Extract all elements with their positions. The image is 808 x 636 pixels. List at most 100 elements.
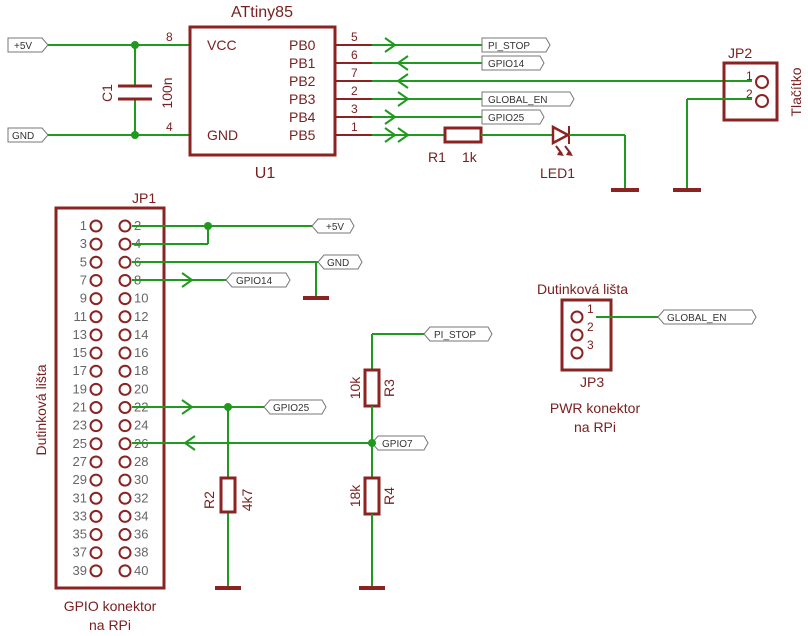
- net-label-gnd-top-text: GND: [12, 131, 34, 142]
- net-label-gpio14: [481, 55, 545, 71]
- jp1-pin-socket: [118, 382, 132, 396]
- jp1-pin-socket: [118, 346, 132, 360]
- c1-value: 100n: [159, 77, 175, 108]
- jp1-pin-number-left: 25: [73, 436, 87, 451]
- u1-right-pins: PB0 5 PB1 6 PB2 7 PB3 2 PB4 3 PB5 1: [289, 30, 358, 143]
- jp1-caption-line2: na RPi: [89, 617, 131, 633]
- jp1-pin-number-left: 7: [80, 272, 87, 287]
- u1-pin-pb2-num: 7: [351, 66, 358, 80]
- connector-jp1: JP1 Dutinková lišta GPIO konektor na RPi…: [33, 190, 166, 633]
- u1-title: ATtiny85: [231, 4, 293, 21]
- jp1-pin-socket: [89, 346, 103, 360]
- jp2-ref: JP2: [728, 45, 752, 61]
- jp1-wires: [132, 222, 372, 590]
- jp1-pin-socket: [118, 310, 132, 324]
- jp1-pin-socket: [118, 437, 132, 451]
- jp3-pin-1: 1: [587, 302, 594, 316]
- jp1-pin-socket: [118, 455, 132, 469]
- r2-value: 4k7: [239, 489, 255, 512]
- jp1-pin-number-left: 11: [74, 309, 88, 324]
- r2-ref: R2: [201, 491, 217, 509]
- jp1-pin-number-left: 35: [73, 527, 87, 542]
- jp1-name: Dutinková lišta: [33, 364, 49, 455]
- u1-net-labels: PI_STOP GPIO14 GLOBAL_EN GPIO25: [481, 37, 575, 125]
- jp1-pin-number-left: 23: [73, 418, 87, 433]
- jp3-pin-2: 2: [587, 320, 594, 334]
- u1-pin-pb3-num: 2: [351, 84, 358, 98]
- jp1-pin-number-right: 36: [134, 527, 148, 542]
- jp1-body: [54, 206, 166, 590]
- capacitor-c1: C1 100n: [99, 77, 175, 108]
- u1-pin-vcc-name: VCC: [207, 37, 237, 53]
- jp3-pin-3: 3: [587, 338, 594, 352]
- net-label-jp1-5v: [311, 218, 355, 234]
- connector-jp3: Dutinková lišta JP3 1 2 3 GLOBAL_EN PWR …: [537, 281, 757, 435]
- resistor-r1: R1 1k: [428, 126, 553, 165]
- led1-ref: LED1: [540, 165, 575, 181]
- u1-pin-pb0-name: PB0: [289, 37, 316, 53]
- r1-value: 1k: [462, 149, 478, 165]
- jp1-pin-socket: [89, 437, 103, 451]
- jp1-pin-number-right: 10: [134, 291, 148, 306]
- jp1-pin-socket: [89, 509, 103, 523]
- jp1-pin-number-left: 37: [73, 545, 87, 560]
- jp3-caption-line1: PWR konektor: [550, 400, 641, 416]
- u1-pin-pb4-num: 3: [351, 102, 358, 116]
- r3-ref: R3: [381, 379, 397, 397]
- jp1-pin-socket: [118, 491, 132, 505]
- jp1-pin-socket: [89, 292, 103, 306]
- jp1-pin-socket: [118, 273, 132, 287]
- jp1-pin-number-left: 31: [73, 490, 87, 505]
- jp1-pin-socket: [118, 546, 132, 560]
- jp1-pin-number-left: 17: [73, 363, 87, 378]
- divider-r3-r4: 10k R3 18k R4: [347, 333, 424, 590]
- jp1-ref: JP1: [132, 190, 156, 206]
- jp3-caption-line2: na RPi: [574, 419, 616, 435]
- jp1-pin-socket: [89, 328, 103, 342]
- jp1-pin-number-left: 5: [80, 254, 87, 269]
- jp1-pin-number-right: 34: [134, 508, 148, 523]
- connector-jp2: JP2 1 2 Tlačítko: [673, 45, 804, 192]
- jp1-pin-number-left: 21: [73, 400, 87, 415]
- jp1-pin-socket: [118, 509, 132, 523]
- net-label-jp3-global-en: [657, 309, 757, 325]
- jp1-pin-number-left: 27: [73, 454, 87, 469]
- jp3-ref: JP3: [580, 374, 604, 390]
- u1-pin-pb4-name: PB4: [289, 109, 316, 125]
- jp1-pin-socket: [89, 364, 103, 378]
- jp1-pin-socket: [89, 491, 103, 505]
- u1-pin-pb3-name: PB3: [289, 91, 316, 107]
- jp1-pin-socket: [89, 455, 103, 469]
- net-label-global-en-text: GLOBAL_EN: [488, 95, 547, 106]
- net-label-pi-stop-2-text: PI_STOP: [434, 330, 476, 341]
- power-wires: [48, 41, 190, 139]
- jp2-pin-1: 1: [746, 69, 753, 83]
- jp3-name: Dutinková lišta: [537, 281, 628, 297]
- jp1-net-labels: +5V GND GPIO14 PI_STOP GPIO25 GPIO7: [225, 218, 493, 451]
- jp1-pin-number-right: 28: [134, 454, 148, 469]
- c1-ref: C1: [99, 84, 115, 102]
- u1-pin-pb5-num: 1: [351, 120, 358, 134]
- jp1-caption-line1: GPIO konektor: [64, 598, 157, 614]
- jp1-pin-number-left: 9: [80, 291, 87, 306]
- u1-pin-gnd-num: 4: [166, 120, 173, 134]
- net-label-jp1-5v-text: +5V: [326, 222, 344, 233]
- u1-pin-pb0-num: 5: [351, 30, 358, 44]
- jp1-pin-number-right: 32: [134, 490, 148, 505]
- u1-pin-pb1-name: PB1: [289, 55, 316, 71]
- jp2-pin-2: 2: [746, 87, 753, 101]
- jp1-pin-socket: [118, 401, 132, 414]
- u1-ref: U1: [255, 165, 276, 182]
- jp1-pin-number-left: 3: [80, 236, 87, 251]
- jp1-pin-number-left: 19: [73, 381, 87, 396]
- net-label-jp1-gnd-text: GND: [327, 258, 349, 269]
- u1-pin-gnd-name: GND: [207, 127, 238, 143]
- jp1-pin-number-right: 14: [134, 327, 148, 342]
- jp1-pin-number-left: 29: [73, 472, 87, 487]
- jp1-pin-socket: [118, 255, 132, 269]
- jp1-pin-number-right: 30: [134, 472, 148, 487]
- net-label-pi-stop-text: PI_STOP: [488, 41, 530, 52]
- net-label-gpio14-text: GPIO14: [488, 59, 525, 70]
- net-label-vcc-text: +5V: [14, 41, 32, 52]
- jp1-pin-socket: [89, 419, 103, 433]
